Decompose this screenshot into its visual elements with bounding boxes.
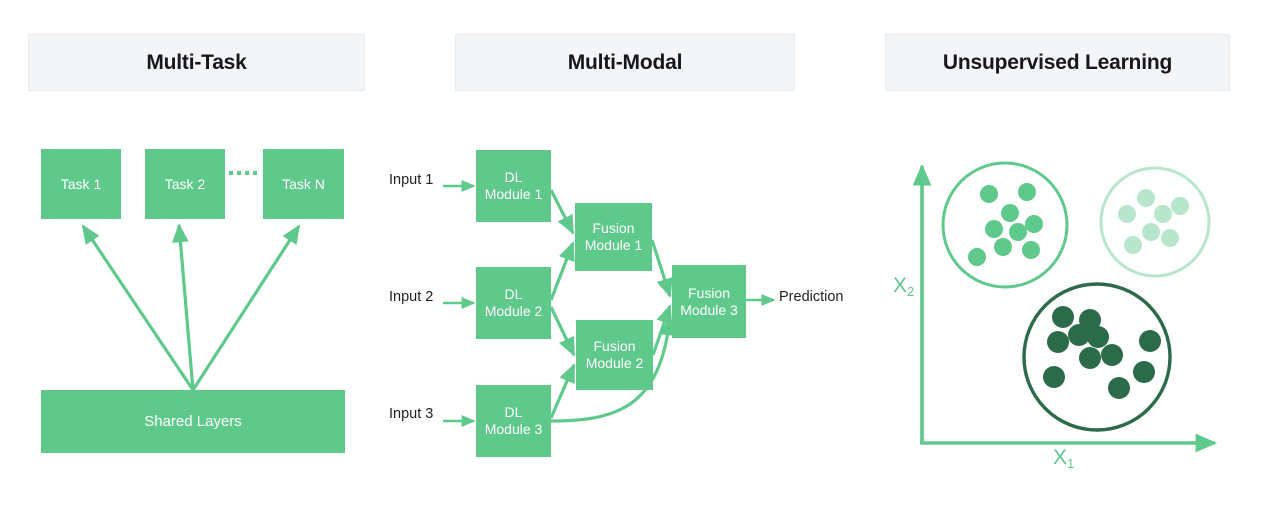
unsup-axes — [912, 163, 1218, 453]
cluster-2-point — [1171, 197, 1189, 215]
cluster-1-point — [985, 220, 1003, 238]
prediction-label: Prediction — [779, 289, 844, 305]
panel-header-multi-modal: Multi-Modal — [455, 34, 795, 91]
x-axis-label: X1 — [1053, 446, 1075, 471]
cluster-1-point — [1018, 183, 1036, 201]
task-ellipsis — [221, 171, 257, 175]
cluster-3-point — [1079, 347, 1101, 369]
panel-title-multi-task: Multi-Task — [146, 50, 247, 74]
edge-dl-2-to-fusion-2 — [549, 306, 576, 357]
dl-module-3-box: DL Module 3 — [476, 385, 551, 457]
task-1-box: Task 1 — [41, 149, 121, 219]
cluster-2-point — [1137, 189, 1155, 207]
cluster-3-point — [1108, 377, 1130, 399]
x-axis-label-subscript: 1 — [1067, 456, 1075, 471]
cluster-2 — [1099, 166, 1211, 278]
fusion-module-1-box-label: Fusion Module 1 — [584, 220, 643, 253]
cluster-2-point — [1142, 223, 1160, 241]
cluster-1-point — [980, 185, 998, 203]
task-1-box-label: Task 1 — [60, 175, 102, 192]
cluster-3-boundary — [1022, 282, 1172, 432]
cluster-1-point — [1022, 241, 1040, 259]
edge-dl-1-to-fusion-1 — [549, 189, 575, 235]
cluster-3-point — [1087, 326, 1109, 348]
cluster-3-point — [1052, 306, 1074, 328]
multitask-edges — [81, 223, 301, 391]
panel-title-unsupervised-learning: Unsupervised Learning — [942, 50, 1173, 74]
fusion-module-3-box: Fusion Module 3 — [672, 265, 746, 338]
shared-layers-box: Shared Layers — [41, 390, 345, 453]
fusion-module-3-box-label: Fusion Module 3 — [680, 284, 738, 318]
cluster-3-point — [1068, 324, 1090, 346]
input-1-label: Input 1 — [389, 172, 434, 188]
cluster-3-point — [1101, 344, 1123, 366]
ellipsis-dot — [245, 171, 249, 175]
input-2-label: Input 2 — [389, 289, 434, 305]
edge-fusion-1-to-fusion-3 — [650, 239, 673, 298]
cluster-3 — [1022, 282, 1172, 432]
panel-title-multi-modal: Multi-Modal — [567, 50, 683, 74]
cluster-1-point — [994, 238, 1012, 256]
dl-module-2-box-label: DL Module 2 — [484, 286, 543, 319]
task-2-box-label: Task 2 — [164, 175, 206, 192]
dl-module-1-box-label: DL Module 1 — [484, 169, 543, 202]
input-3-label: Input 3 — [389, 406, 434, 422]
y-axis-label-subscript: 2 — [907, 284, 915, 299]
cluster-1-point — [968, 248, 986, 266]
edge-shared-to-task-2 — [172, 223, 195, 391]
edge-dl-3-to-fusion-2 — [549, 363, 576, 419]
dl-module-2-box: DL Module 2 — [476, 267, 551, 339]
cluster-2-point — [1161, 229, 1179, 247]
y-axis-label: X2 — [893, 274, 915, 299]
unsup-clusters — [941, 161, 1211, 432]
cluster-2-point — [1124, 236, 1142, 254]
cluster-1-boundary — [941, 161, 1069, 289]
fusion-module-1-box: Fusion Module 1 — [575, 203, 652, 271]
cluster-3-point — [1047, 331, 1069, 353]
dl-module-1-box: DL Module 1 — [476, 150, 551, 222]
edge-shared-to-task-n — [191, 224, 301, 391]
cluster-1-point — [1009, 223, 1027, 241]
cluster-1-point — [1001, 204, 1019, 222]
ellipsis-dot — [237, 171, 241, 175]
cluster-2-point — [1154, 205, 1172, 223]
edge-shared-to-task-1 — [81, 224, 195, 391]
cluster-3-point — [1133, 361, 1155, 383]
cluster-3-point — [1043, 366, 1065, 388]
fusion-module-2-box: Fusion Module 2 — [576, 320, 653, 390]
ellipsis-dot — [253, 171, 257, 175]
edge-fusion-2-to-fusion-3 — [651, 304, 673, 356]
task-2-box: Task 2 — [145, 149, 225, 219]
edge-dl-2-to-fusion-1 — [549, 241, 575, 301]
panel-header-multi-task: Multi-Task — [28, 34, 365, 91]
cluster-2-point — [1118, 205, 1136, 223]
ellipsis-dot — [221, 171, 225, 175]
cluster-1 — [941, 161, 1069, 289]
cluster-1-point — [1025, 215, 1043, 233]
shared-layers-box-label: Shared Layers — [144, 413, 242, 430]
dl-module-3-box-label: DL Module 3 — [484, 404, 543, 437]
ellipsis-dot — [229, 171, 233, 175]
cluster-2-boundary — [1099, 166, 1211, 278]
cluster-3-point — [1139, 330, 1161, 352]
task-n-box-label: Task N — [282, 175, 325, 192]
fusion-module-2-box-label: Fusion Module 2 — [585, 338, 644, 371]
panel-header-unsupervised-learning: Unsupervised Learning — [885, 34, 1230, 91]
cluster-3-point — [1079, 309, 1101, 331]
task-n-box: Task N — [263, 149, 344, 219]
